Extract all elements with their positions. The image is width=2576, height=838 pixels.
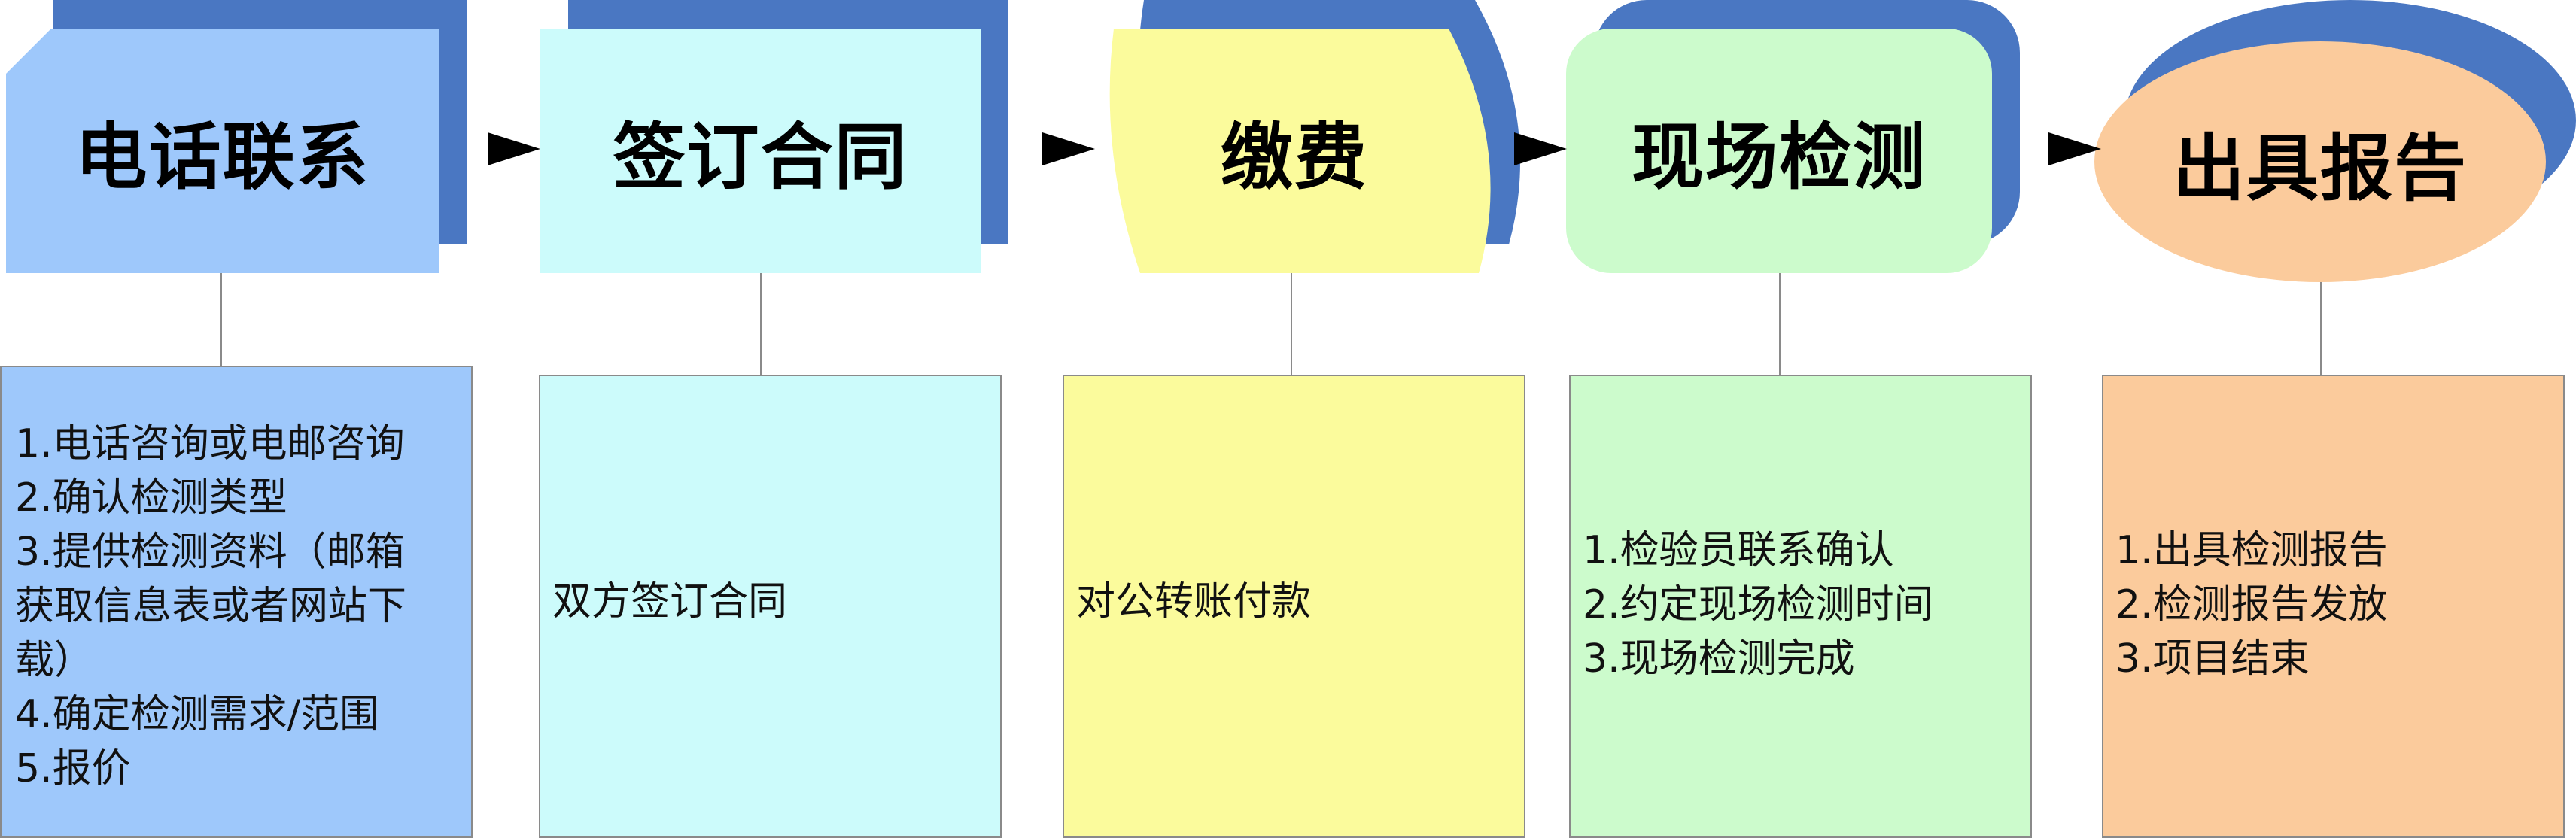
right-arrowhead-icon [2048, 132, 2101, 165]
detail-line: 4.确定检测需求/范围 [15, 692, 379, 737]
step-1-details: 1.电话咨询或电邮咨询 2.确认检测类型 3.提供检测资料（邮箱 获取信息表或者… [15, 417, 406, 796]
step-5-details: 1.出具检测报告 2.检测报告发放 3.项目结束 [2115, 524, 2388, 686]
step-1-title: 电话联系 [75, 115, 370, 199]
detail-line: 2.检测报告发放 [2115, 582, 2388, 627]
step-4-details: 1.检验员联系确认 2.约定现场检测时间 3.现场检测完成 [1583, 524, 1933, 686]
detail-line: 2.确认检测类型 [15, 475, 287, 521]
connector-line [1779, 273, 1781, 375]
step-3-details-box: 对公转账付款 [1063, 375, 1525, 838]
detail-line: 双方签订合同 [552, 579, 788, 624]
detail-line: 获取信息表或者网站下 [15, 584, 407, 629]
step-3-title: 缴费 [1221, 115, 1368, 199]
step-2-details: 双方签订合同 [552, 575, 787, 629]
step-2-details-box: 双方签订合同 [539, 375, 1002, 838]
step-3-shape [1109, 0, 1520, 273]
step-5-shape [2094, 41, 2546, 282]
step-2-title: 签订合同 [613, 115, 908, 199]
detail-line: 3.现场检测完成 [1583, 636, 1855, 682]
step-1-details-box: 1.电话咨询或电邮咨询 2.确认检测类型 3.提供检测资料（邮箱 获取信息表或者… [0, 366, 473, 838]
right-arrowhead-icon [1042, 132, 1095, 165]
detail-line: 载） [15, 638, 94, 683]
step-4-shape [1566, 29, 1992, 273]
detail-line: 1.检验员联系确认 [1583, 528, 1894, 573]
right-arrowhead-icon [488, 132, 540, 165]
connector-line [760, 273, 762, 375]
step-5-details-box: 1.出具检测报告 2.检测报告发放 3.项目结束 [2102, 375, 2565, 838]
step-3-details: 对公转账付款 [1076, 575, 1311, 629]
connector-line [220, 273, 222, 366]
detail-line: 1.电话咨询或电邮咨询 [15, 421, 405, 466]
detail-line: 3.项目结束 [2115, 636, 2310, 682]
step-2-shape [540, 29, 981, 273]
step-5-title: 出具报告 [2173, 126, 2468, 211]
detail-line: 1.出具检测报告 [2115, 528, 2388, 573]
connector-line [1291, 273, 1292, 375]
detail-line: 2.约定现场检测时间 [1583, 582, 1933, 627]
right-arrowhead-icon [1514, 132, 1567, 165]
detail-line: 5.报价 [15, 746, 131, 791]
step-1-shape [6, 29, 439, 273]
step-4-title: 现场检测 [1632, 115, 1927, 199]
step-4-details-box: 1.检验员联系确认 2.约定现场检测时间 3.现场检测完成 [1569, 375, 2032, 838]
detail-line: 对公转账付款 [1076, 579, 1312, 624]
detail-line: 3.提供检测资料（邮箱 [15, 530, 405, 575]
connector-line [2320, 282, 2322, 375]
